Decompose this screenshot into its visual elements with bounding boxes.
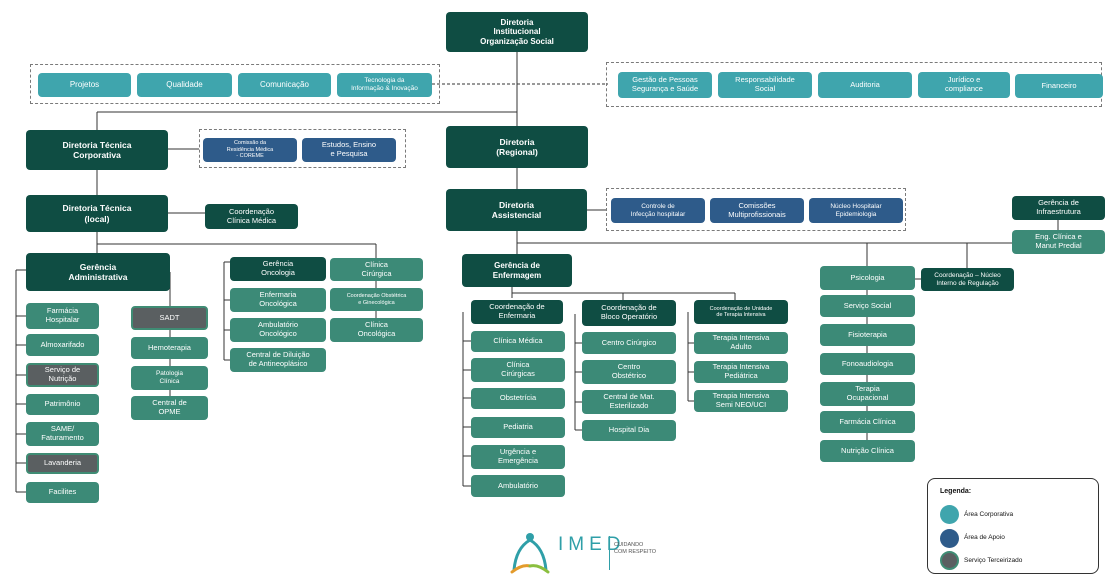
bloco-hospital-dia: Hospital Dia xyxy=(582,420,676,441)
multi-fonoaudiologia: Fonoaudiologia xyxy=(820,353,915,375)
imed-logo: IMED CUIDANDO COM RESPEITO xyxy=(508,530,668,576)
support-tecnologia: Tecnologia da Informação & Inovação xyxy=(337,73,432,97)
support-group-corporativa xyxy=(199,129,406,168)
support-auditoria: Auditoria xyxy=(818,72,912,98)
enf-urgencia: Urgência e Emergência xyxy=(471,445,565,469)
central-diluicao: Central de Diluição de Antineoplásico xyxy=(230,348,326,372)
imed-logo-name: IMED xyxy=(558,534,626,555)
enf-ambulatorio: Ambulatório xyxy=(471,475,565,497)
diretoria-institucional: Diretoria Institucional Organização Soci… xyxy=(446,12,588,52)
comissao-residencia: Comissão da Residência Médica - COREME xyxy=(203,138,297,162)
support-gestao-pessoas: Gestão de Pessoas Segurança e Saúde xyxy=(618,72,712,98)
legend-label-apoio: Área de Apoio xyxy=(964,534,1005,541)
support-projetos: Projetos xyxy=(38,73,131,97)
coordenacao-enfermaria: Coordenação de Enfermaria xyxy=(471,300,563,324)
diretoria-regional: Diretoria (Regional) xyxy=(446,126,588,168)
legend-label-terceirizado: Serviço Terceirizado xyxy=(964,557,1023,564)
imed-logo-tagline: CUIDANDO COM RESPEITO xyxy=(614,542,657,556)
enf-clinica-cirurgicas: Clínica Cirúrgicas xyxy=(471,358,565,382)
uti-semi-neo: Terapia Intensiva Semi NEO/UCI xyxy=(694,390,788,412)
enf-obstetricia: Obstetrícia xyxy=(471,388,565,409)
admin-farmacia-hospitalar: Farmácia Hospitalar xyxy=(26,303,99,329)
clinica-cirurgica: Clínica Cirúrgica xyxy=(330,258,423,281)
multi-terapia-ocupacional: Terapia Ocupacional xyxy=(820,382,915,406)
legend-swatch-terceirizado xyxy=(940,551,959,570)
uti-adulto: Terapia Intensiva Adulto xyxy=(694,332,788,354)
admin-facilites: Facilites xyxy=(26,482,99,503)
imed-logo-icon xyxy=(510,533,550,574)
gerencia-infraestrutura: Gerência de Infraestrutura xyxy=(1012,196,1105,220)
support-responsabilidade: Responsabilidade Social xyxy=(718,72,812,98)
eng-clinica: Eng. Clínica e Manut Predial xyxy=(1012,230,1105,254)
admin-sadt: SADT xyxy=(131,306,208,330)
diretoria-assistencial: Diretoria Assistencial xyxy=(446,189,587,231)
admin-lavanderia: Lavanderia xyxy=(26,453,99,474)
comissoes-multiprofissionais: Comissões Multiprofissionais xyxy=(710,198,804,223)
coordenacao-uti: Coordenação de Unidade de Terapia Intens… xyxy=(694,300,788,324)
multi-farmacia-clinica: Farmácia Clínica xyxy=(820,411,915,433)
coordenacao-obstetrica: Coordenação Obstétrica e Ginecológica xyxy=(330,288,423,311)
legend-title: Legenda: xyxy=(940,488,972,495)
uti-pediatrica: Terapia Intensiva Pediátrica xyxy=(694,361,788,383)
controle-infeccao: Controle de Infecção hospitalar xyxy=(611,198,705,223)
multi-servico-social: Serviço Social xyxy=(820,295,915,317)
admin-same-faturamento: SAME/ Faturamento xyxy=(26,422,99,446)
support-juridico: Jurídico e compliance xyxy=(918,72,1010,98)
gerencia-enfermagem: Gerência de Enfermagem xyxy=(462,254,572,287)
ambulatorio-oncologico: Ambulatório Oncológico xyxy=(230,318,326,342)
nucleo-epidemiologia: Núcleo Hospitalar Epidemiologia xyxy=(809,198,903,223)
admin-patologia-clinica: Patologia Clínica xyxy=(131,366,208,390)
multi-psicologia: Psicologia xyxy=(820,266,915,290)
admin-patrimonio: Patrimônio xyxy=(26,394,99,415)
diretoria-tecnica-corporativa: Diretoria Técnica Corporativa xyxy=(26,130,168,170)
admin-almoxarifado: Almoxarifado xyxy=(26,334,99,356)
bloco-centro-obstetrico: Centro Obstétrico xyxy=(582,360,676,384)
enf-pediatria: Pediatria xyxy=(471,417,565,438)
imed-logo-divider xyxy=(609,536,610,570)
legend-swatch-corporativa xyxy=(940,505,959,524)
legend-label-corporativa: Área Corporativa xyxy=(964,511,1014,518)
estudos-ensino: Estudos, Ensino e Pesquisa xyxy=(302,138,396,162)
nucleo-regulacao: Coordenação – Núcleo Interno de Regulaçã… xyxy=(921,268,1014,291)
gerencia-oncologia: Gerência Oncologia xyxy=(230,257,326,281)
enfermaria-oncologica: Enfermaria Oncológica xyxy=(230,288,326,312)
admin-central-opme: Central de OPME xyxy=(131,396,208,420)
support-group-assistencial xyxy=(606,188,906,231)
clinica-oncologica: Clínica Oncológica xyxy=(330,318,423,342)
support-group-left xyxy=(30,64,440,104)
admin-servico-nutricao: Serviço de Nutrição xyxy=(26,363,99,387)
multi-nutricao-clinica: Nutrição Clínica xyxy=(820,440,915,462)
support-financeiro: Financeiro xyxy=(1015,74,1103,98)
support-qualidade: Qualidade xyxy=(137,73,232,97)
bloco-central-esterilizado: Central de Mat. Esterilizado xyxy=(582,390,676,414)
coordenacao-bloco: Coordenação de Bloco Operatório xyxy=(582,300,676,326)
diretoria-tecnica-local: Diretoria Técnica (local) xyxy=(26,195,168,232)
support-comunicacao: Comunicação xyxy=(238,73,331,97)
bloco-centro-cirurgico: Centro Cirúrgico xyxy=(582,332,676,354)
legend: Legenda: Área Corporativa Área de Apoio … xyxy=(927,478,1099,574)
coordenacao-clinica-medica: Coordenação Clínica Médica xyxy=(205,204,298,229)
multi-fisioterapia: Fisioterapia xyxy=(820,324,915,346)
admin-hemoterapia: Hemoterapia xyxy=(131,337,208,359)
enf-clinica-medica: Clínica Médica xyxy=(471,331,565,352)
legend-swatch-apoio xyxy=(940,529,959,548)
gerencia-administrativa: Gerência Administrativa xyxy=(26,253,170,291)
